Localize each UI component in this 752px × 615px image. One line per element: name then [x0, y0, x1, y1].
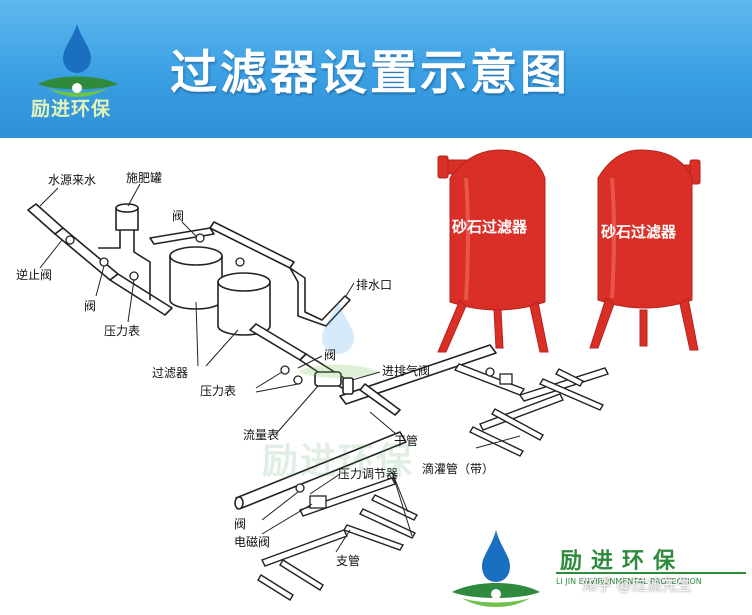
label-valve-bottom: 阀	[234, 517, 247, 531]
label-branch-pipe: 支管	[336, 554, 361, 568]
label-pressure-gauge-2: 压力表	[200, 384, 237, 398]
label-valve-mid: 阀	[324, 348, 337, 362]
sand-filter-photo	[437, 149, 701, 353]
label-solenoid-valve: 电磁阀	[234, 535, 271, 549]
page-title: 过滤器设置示意图	[170, 46, 570, 101]
label-filter: 过滤器	[152, 366, 189, 380]
label-valve-left: 阀	[84, 299, 97, 313]
brand-english: LI JIN ENVIRONMENTAL PROTECTION	[556, 577, 702, 586]
label-flow-meter: 流量表	[243, 428, 280, 442]
tank-label-left: 砂石过滤器	[452, 218, 528, 236]
label-pressure-regulator: 压力调节器	[338, 467, 399, 481]
label-main-pipe: 干管	[394, 434, 419, 448]
label-pressure-gauge-1: 压力表	[104, 324, 141, 338]
brand-name: 励进环保	[560, 549, 685, 574]
title-banner: 励进环保 过滤器设置示意图	[0, 0, 752, 138]
watermark-drop-icon	[298, 300, 378, 378]
tank-label-right: 砂石过滤器	[601, 223, 677, 241]
irrigation-schematic	[27, 149, 701, 607]
label-check-valve: 逆止阀	[16, 268, 53, 282]
label-air-valve: 进排气阀	[382, 364, 431, 378]
label-water-source: 水源来水	[48, 173, 97, 187]
logo-text: 励进环保	[31, 98, 112, 120]
company-logo-icon	[38, 24, 118, 97]
brand-divider	[556, 572, 746, 574]
label-fertilizer-tank: 施肥罐	[126, 171, 163, 185]
source-credit: 知乎 @过滤先生	[582, 576, 692, 594]
label-valve-top: 阀	[172, 209, 185, 223]
bottom-logo-icon	[452, 530, 540, 607]
watermark-text: 励进环保	[262, 441, 415, 482]
label-drain-outlet: 排水口	[356, 278, 393, 292]
label-drip-tube: 滴灌管（带）	[422, 462, 495, 476]
